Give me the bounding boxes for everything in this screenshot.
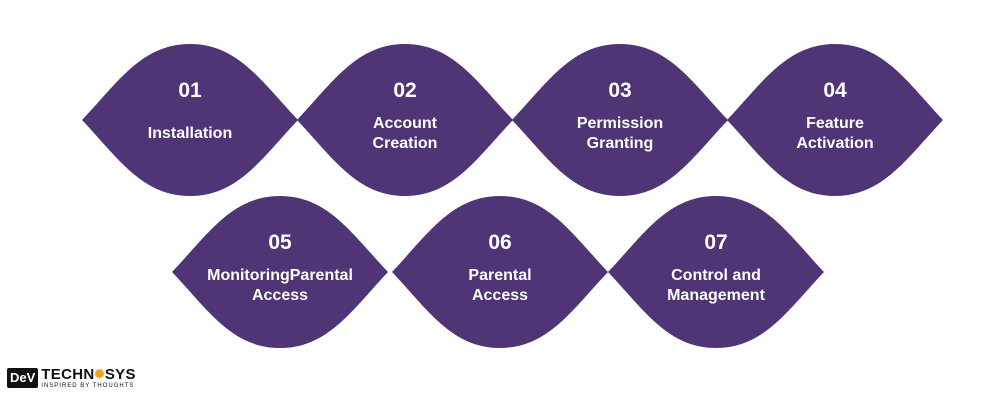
step-number: 04 [823, 79, 847, 102]
step-number: 07 [704, 231, 727, 254]
step-label-line: Creation [373, 135, 438, 152]
logo-name-part1: TECHN [41, 365, 95, 383]
step-shape [512, 44, 728, 196]
step-shape [392, 196, 608, 348]
step-label-line: Parental [468, 267, 531, 284]
step-number: 06 [488, 231, 511, 254]
logo-name-part2: SYS [104, 365, 136, 383]
step-shape [727, 44, 943, 196]
step-shape [608, 196, 824, 348]
step-label-line: Account [373, 115, 438, 132]
step-number: 01 [178, 79, 202, 102]
step-label-line: Access [252, 287, 308, 304]
step-label-line: Management [667, 287, 765, 304]
step-number: 03 [608, 79, 631, 102]
step-label-line: Control and [671, 267, 761, 284]
step-label-line: Activation [796, 135, 873, 152]
company-logo: DeV TECHN✺SYS INSPIRED BY THOUGHTS [7, 367, 136, 389]
step-label-line: Granting [587, 135, 654, 152]
step-label-line: Access [472, 287, 528, 304]
logo-name: TECHN✺SYS [41, 367, 135, 382]
step-label-line: MonitoringParental [207, 267, 353, 284]
step-number: 05 [268, 231, 292, 254]
step-number: 02 [393, 79, 416, 102]
logo-box-text: DeV [7, 368, 39, 388]
logo-tagline: INSPIRED BY THOUGHTS [41, 382, 135, 389]
step-label-line: Installation [148, 125, 232, 142]
step-label-line: Permission [577, 115, 663, 132]
step-label-line: Feature [806, 115, 864, 132]
step-shape [82, 44, 298, 196]
step-shape [297, 44, 513, 196]
step-shape [172, 196, 388, 348]
gear-icon: ✺ [94, 366, 105, 381]
